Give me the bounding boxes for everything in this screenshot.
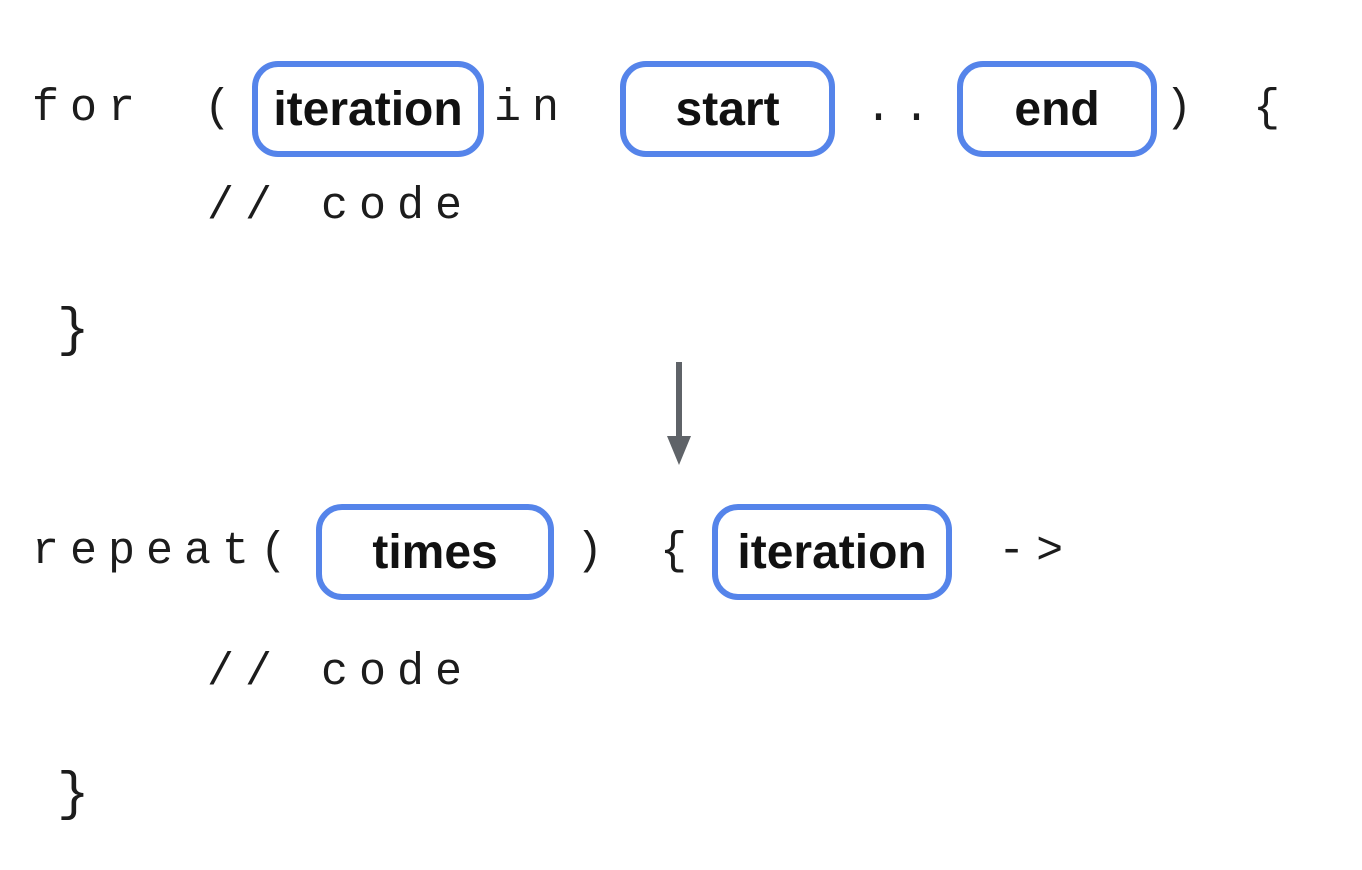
repeat-signature-line: repeat( times ) { iteration -> bbox=[32, 504, 1074, 600]
for-close-paren: ) bbox=[1165, 83, 1204, 135]
range-operator: .. bbox=[865, 83, 942, 135]
for-body-comment: // code bbox=[207, 181, 474, 232]
repeat-body-comment: // code bbox=[207, 647, 474, 698]
repeat-open-brace: { bbox=[660, 526, 699, 578]
start-param-box: start bbox=[620, 61, 836, 157]
end-param-label: end bbox=[1014, 82, 1100, 136]
iteration-param-label: iteration bbox=[273, 82, 463, 136]
repeat-iteration-param-label: iteration bbox=[737, 525, 927, 579]
iteration-param-box: iteration bbox=[252, 61, 485, 157]
repeat-iteration-param-box: iteration bbox=[712, 504, 953, 600]
times-param-label: times bbox=[372, 525, 498, 579]
in-keyword: in bbox=[494, 83, 571, 135]
lambda-arrow-operator: -> bbox=[998, 526, 1075, 578]
arrow-down-icon bbox=[667, 362, 691, 465]
repeat-keyword: repeat( bbox=[32, 526, 299, 578]
repeat-close-brace: } bbox=[57, 765, 90, 826]
for-open-paren: ( bbox=[204, 83, 243, 135]
start-param-label: start bbox=[675, 82, 780, 136]
for-signature-line: for ( iteration in start .. end ) { bbox=[32, 61, 1291, 157]
for-open-brace: { bbox=[1253, 83, 1292, 135]
end-param-box: end bbox=[957, 61, 1158, 157]
for-close-brace: } bbox=[57, 301, 90, 362]
for-keyword: for bbox=[32, 83, 147, 135]
times-param-box: times bbox=[316, 504, 555, 600]
repeat-close-paren: ) bbox=[576, 526, 615, 578]
transformation-arrow bbox=[667, 362, 691, 465]
